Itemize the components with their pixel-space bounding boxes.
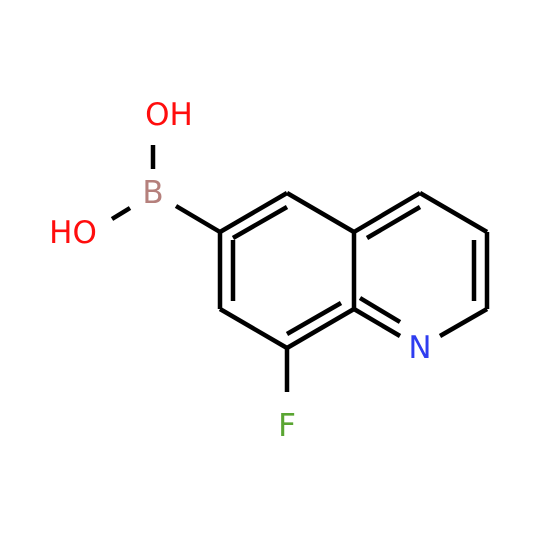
bond-n-c8a bbox=[352, 307, 402, 338]
bond-b-oh-left bbox=[110, 206, 132, 221]
atom-nitrogen: N bbox=[408, 330, 431, 366]
bond-c4a-c4 bbox=[352, 191, 422, 234]
bond-c8a-c8-inner bbox=[285, 301, 343, 336]
bond-c6-c5-inner bbox=[231, 205, 289, 240]
bond-c5-c4a bbox=[285, 191, 356, 234]
bond-c4a-c4-inner bbox=[365, 205, 422, 240]
atom-oh-top: OH bbox=[145, 97, 193, 133]
bond-c6-c5 bbox=[218, 191, 289, 234]
bond-c8-c7 bbox=[218, 307, 289, 350]
bond-c8a-c8 bbox=[285, 307, 356, 350]
atom-fluorine: F bbox=[278, 408, 296, 444]
bond-c4-c3 bbox=[418, 191, 489, 234]
atom-boron: B bbox=[142, 175, 163, 211]
bond-b-c6 bbox=[174, 204, 222, 234]
bond-c2-n bbox=[438, 307, 489, 338]
atom-ho-left: HO bbox=[49, 215, 97, 251]
bond-n-c8a-inner bbox=[358, 296, 402, 324]
